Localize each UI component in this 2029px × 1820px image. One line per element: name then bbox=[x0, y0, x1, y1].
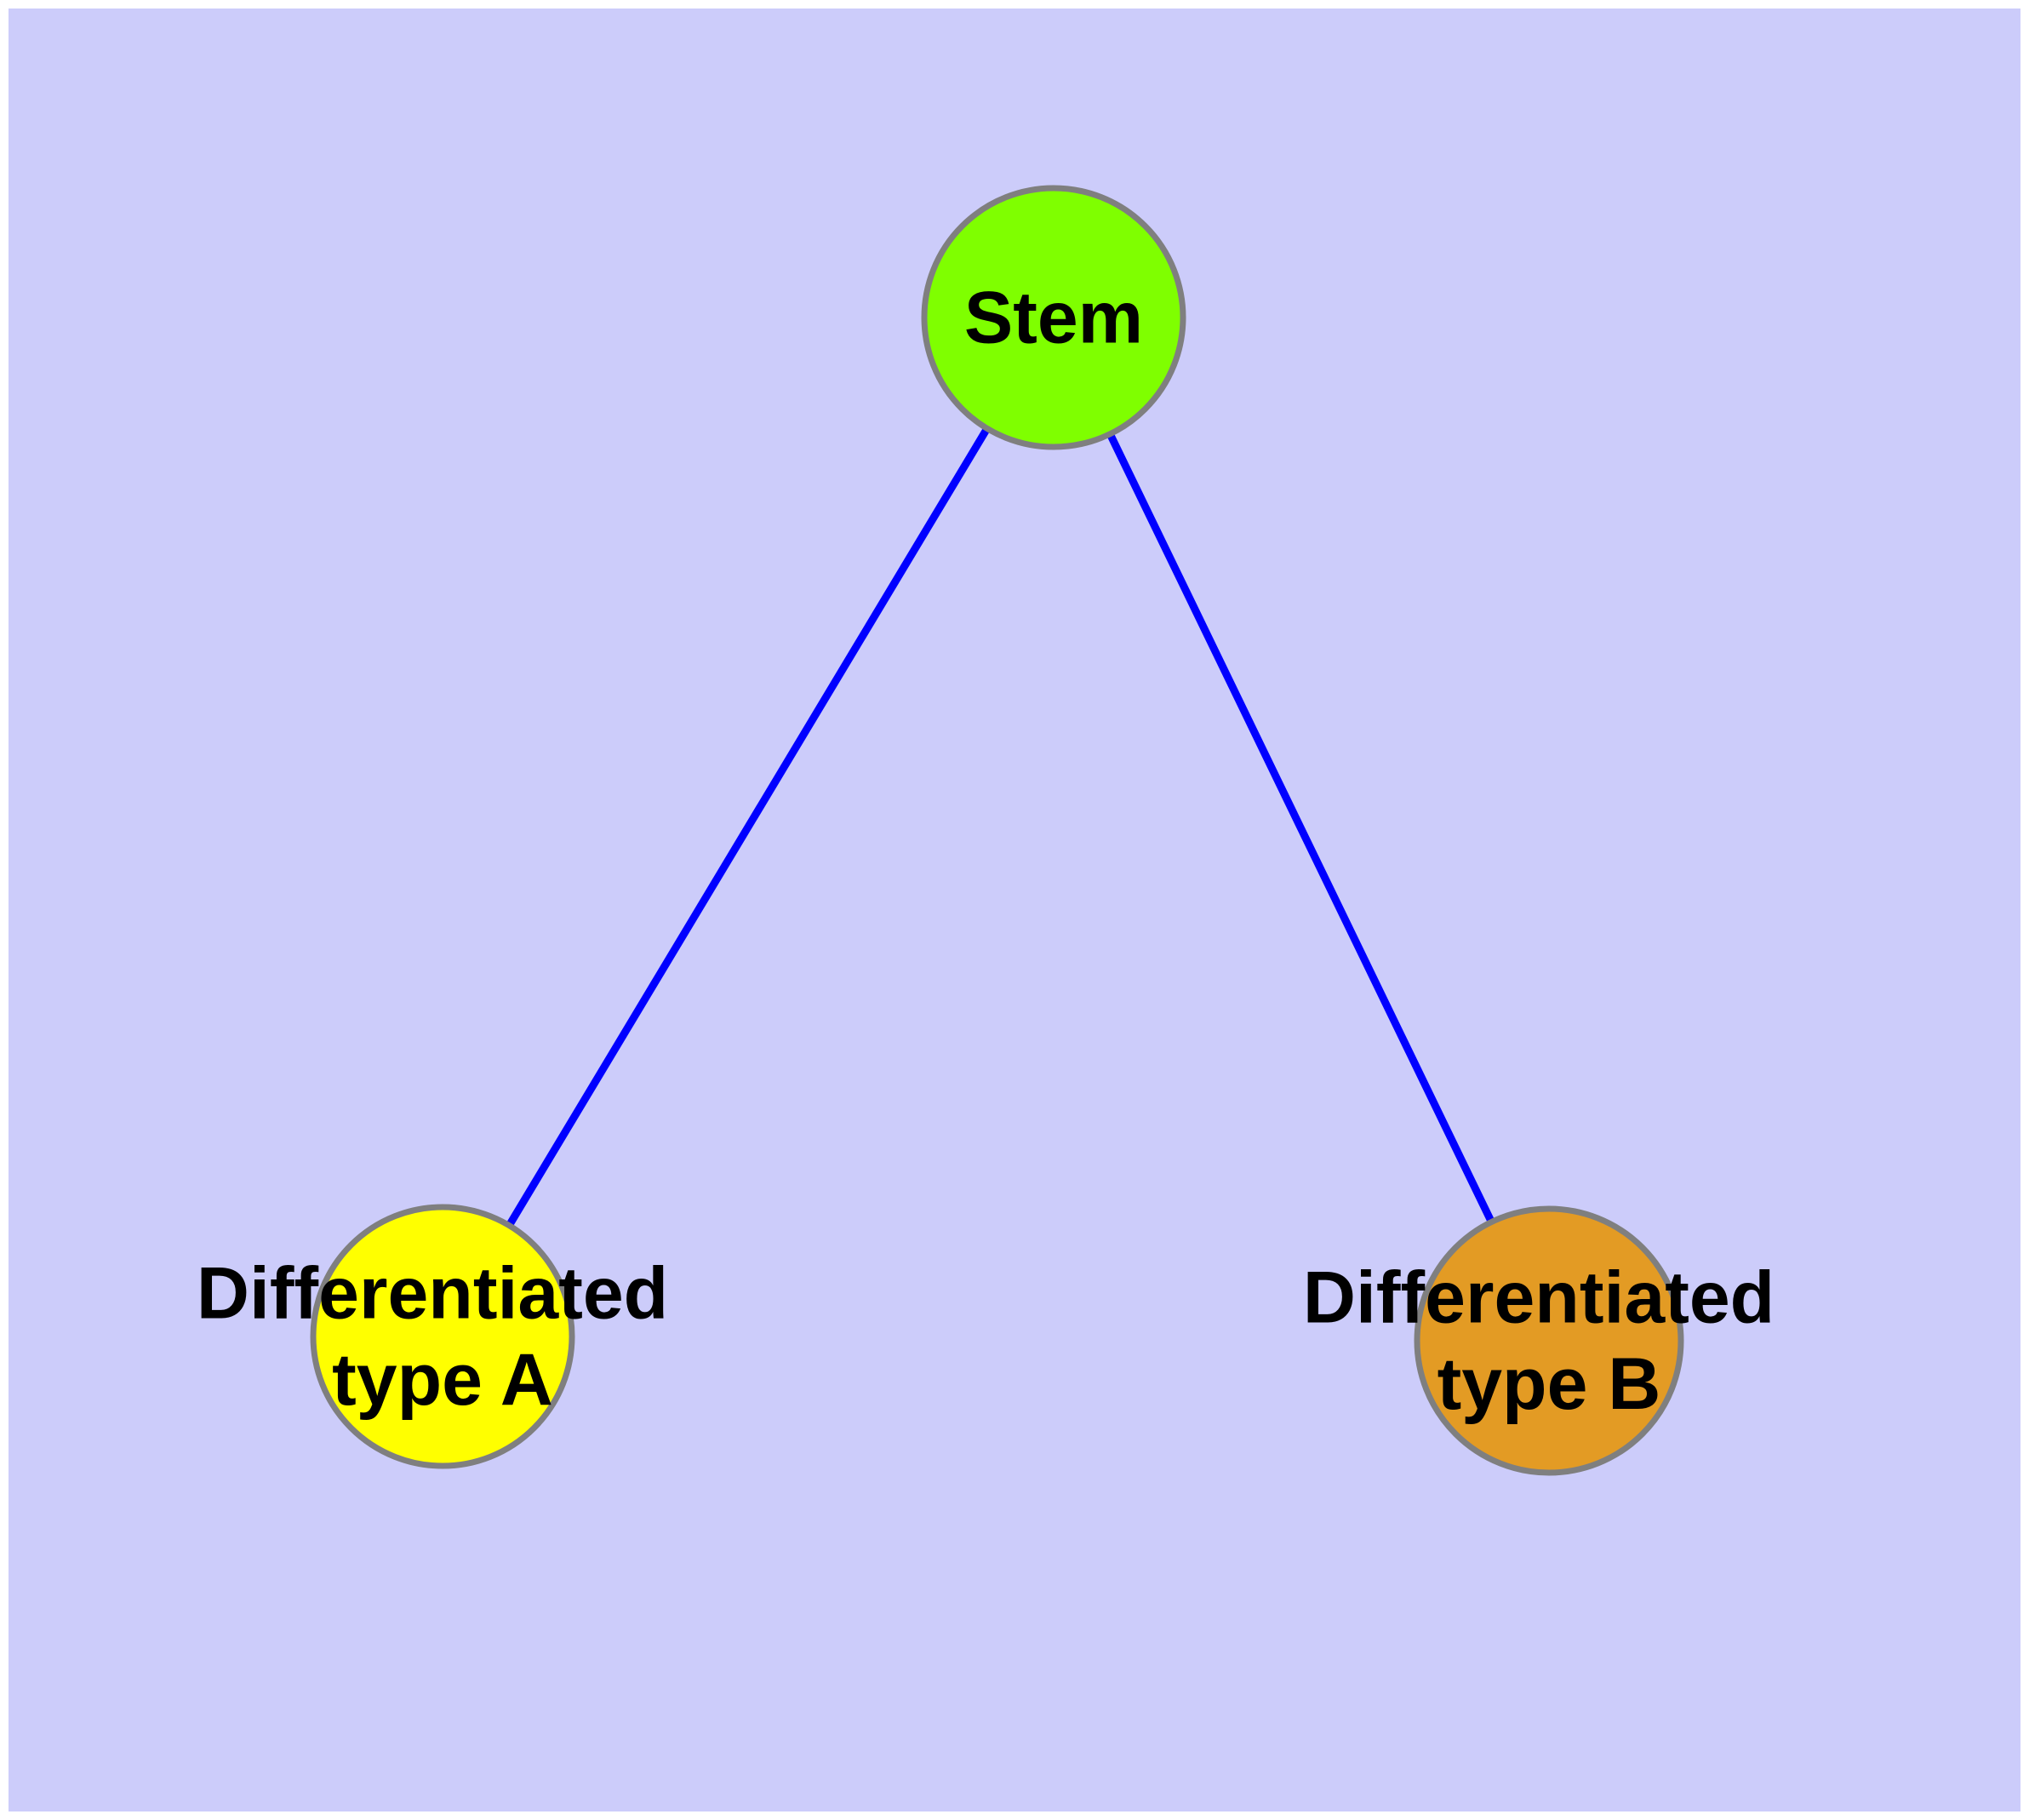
node-label-differentiated-type-a-line-2: type A bbox=[332, 1339, 553, 1421]
node-label-stem: Stem bbox=[964, 277, 1143, 358]
node-label-differentiated-type-b-line-2: type B bbox=[1437, 1343, 1661, 1425]
node-label-differentiated-type-a-line-1: Differentiated bbox=[197, 1252, 668, 1334]
labels-layer: Stem Differentiated type A Differentiate… bbox=[197, 277, 1795, 1425]
node-differentiated-type-b[interactable] bbox=[1414, 1205, 1684, 1476]
node-label-stem-line-1: Stem bbox=[964, 277, 1143, 358]
edge-stem-to-differentiated-type-a[interactable] bbox=[439, 315, 1057, 1339]
node-label-differentiated-type-b: Differentiated type B bbox=[1303, 1251, 1795, 1425]
node-label-differentiated-type-b-line-1: Differentiated bbox=[1303, 1256, 1775, 1338]
edge-stem-to-differentiated-type-b[interactable] bbox=[1049, 316, 1553, 1342]
edges-layer bbox=[439, 315, 1553, 1342]
nodes-layer bbox=[310, 185, 1684, 1476]
node-stem[interactable] bbox=[921, 185, 1186, 450]
node-differentiated-type-a[interactable] bbox=[310, 1204, 575, 1469]
node-label-differentiated-type-a: Differentiated type A bbox=[197, 1247, 689, 1421]
